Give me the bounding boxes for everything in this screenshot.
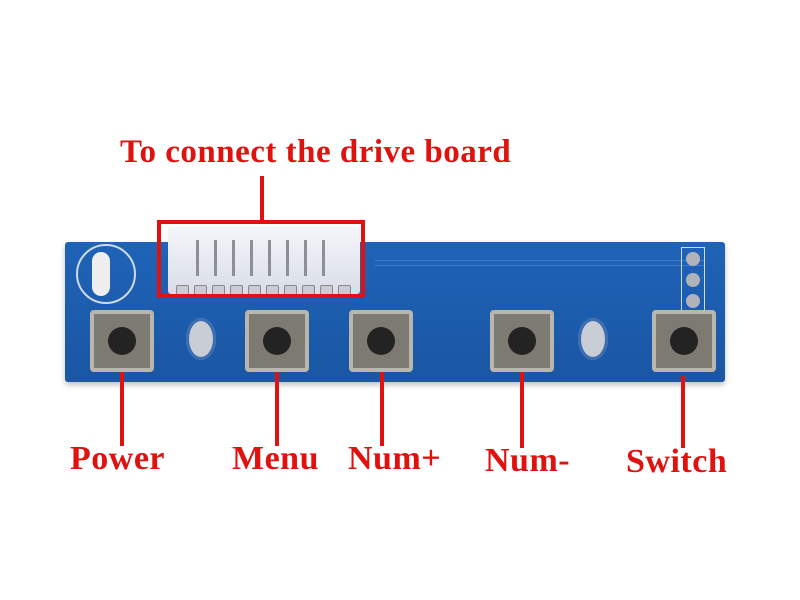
connector-caption: To connect the drive board — [120, 134, 512, 170]
mounting-hole — [186, 318, 216, 360]
pin-header — [681, 247, 705, 313]
menu-button — [245, 310, 309, 372]
power-button — [90, 310, 154, 372]
num-minus-button — [490, 310, 554, 372]
connector-highlight-box — [157, 220, 365, 298]
menu-pointer-line — [275, 372, 279, 446]
connector-pointer-line — [260, 176, 264, 220]
switch-button — [652, 310, 716, 372]
led-indicator — [76, 244, 136, 304]
num-minus-label: Num- — [485, 442, 571, 479]
switch-label: Switch — [626, 443, 728, 480]
num-minus-pointer-line — [520, 372, 524, 448]
led-icon — [92, 252, 110, 296]
menu-label: Menu — [232, 440, 319, 477]
switch-pointer-line — [681, 376, 685, 448]
mounting-hole — [578, 318, 608, 360]
num-plus-label: Num+ — [348, 440, 442, 477]
num-plus-pointer-line — [380, 372, 384, 446]
pcb-trace — [375, 260, 705, 266]
num-plus-button — [349, 310, 413, 372]
power-label: Power — [70, 440, 166, 477]
power-pointer-line — [120, 372, 124, 446]
